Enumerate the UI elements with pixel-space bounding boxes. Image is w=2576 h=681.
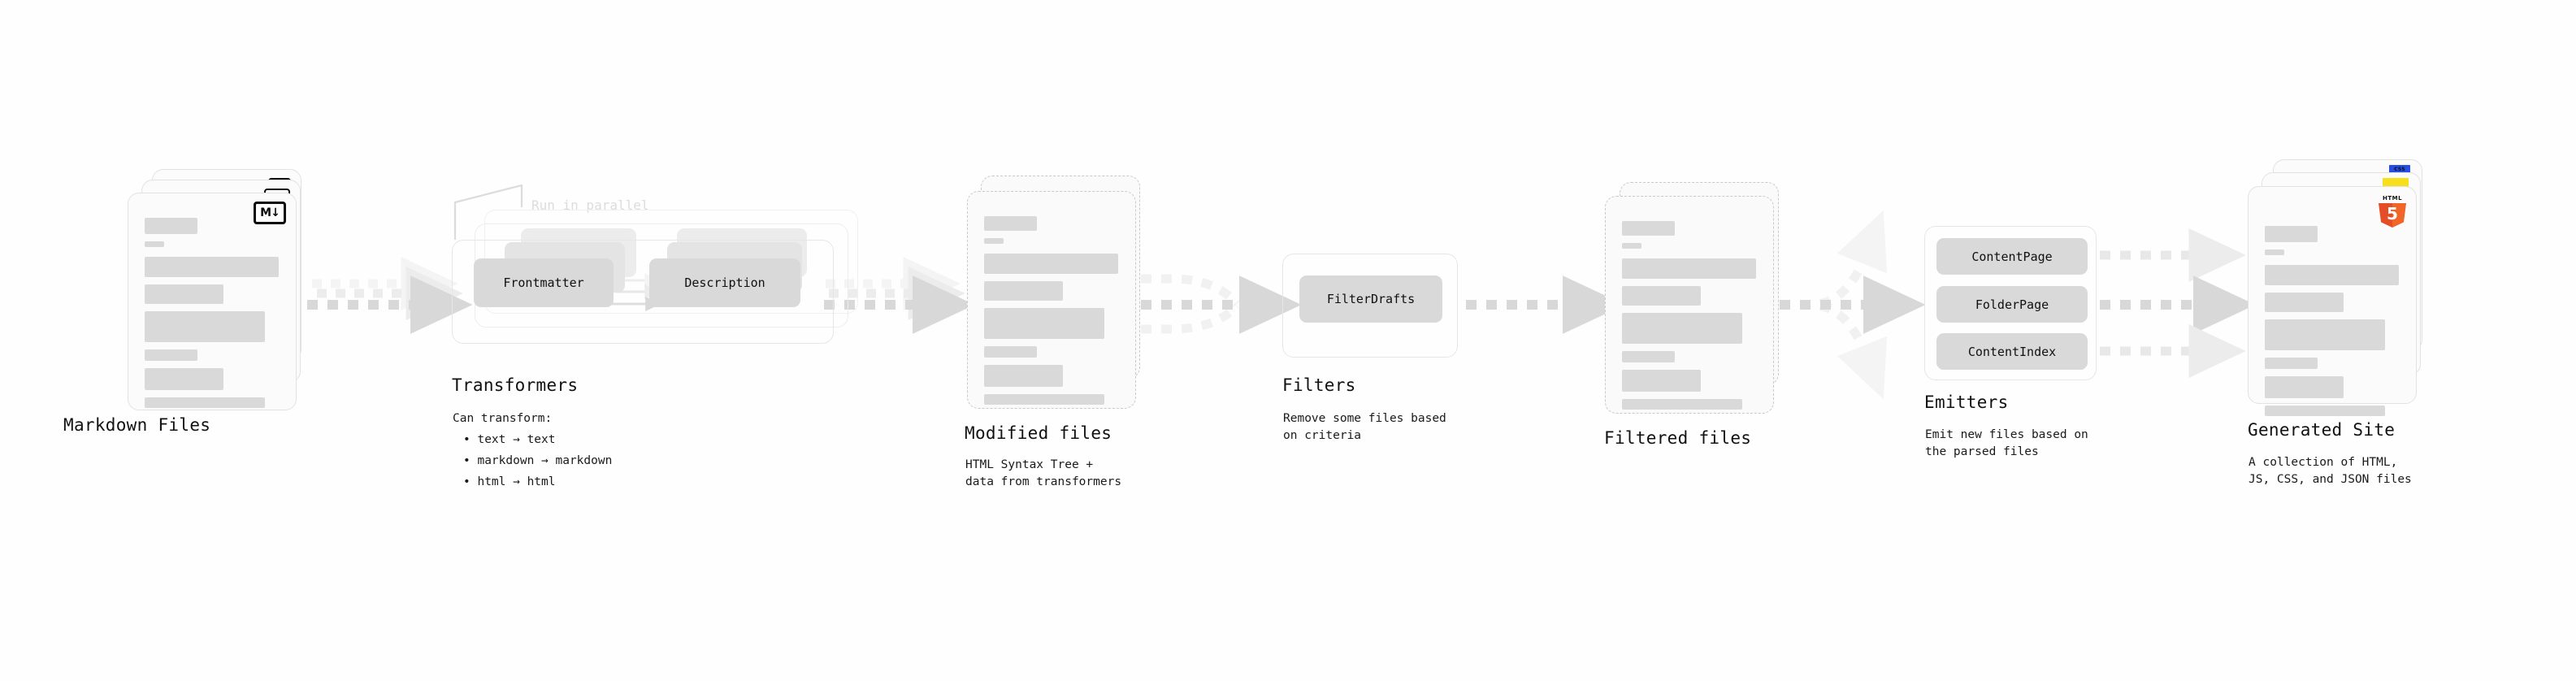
desc-emitters: Emit new files based on the parsed files bbox=[1925, 428, 2088, 459]
filtered-card-front[interactable] bbox=[1605, 196, 1774, 414]
chip-description[interactable]: Description bbox=[649, 258, 800, 307]
site-card-front[interactable]: HTML 5 bbox=[2248, 186, 2417, 416]
html5-digit: 5 bbox=[2387, 204, 2398, 223]
emitters-group[interactable]: ContentPage FolderPage ContentIndex bbox=[1924, 226, 2097, 380]
bullet-text-label: text → text bbox=[477, 433, 556, 446]
bullet-markdown: • markdown → markdown bbox=[463, 454, 613, 467]
desc-filters: Remove some files based on criteria bbox=[1283, 412, 1446, 443]
chip-contentindex[interactable]: ContentIndex bbox=[1936, 333, 2088, 370]
doc-skeleton-lines bbox=[2265, 226, 2403, 423]
bullet-text: • text → text bbox=[463, 433, 556, 446]
caption-generated-site: Generated Site bbox=[2248, 420, 2396, 440]
doc-skeleton-lines bbox=[145, 218, 283, 415]
bullet-markdown-label: markdown → markdown bbox=[477, 454, 613, 467]
markdown-card-front[interactable]: M↓ bbox=[128, 193, 297, 410]
connector-emitters-to-site bbox=[2100, 228, 2256, 378]
html5-icon: HTML 5 bbox=[2379, 195, 2406, 228]
caption-emitters: Emitters bbox=[1924, 393, 2009, 412]
bullet-html-label: html → html bbox=[477, 475, 556, 488]
modified-card-front[interactable] bbox=[967, 191, 1136, 409]
filters-group[interactable]: FilterDrafts bbox=[1282, 254, 1458, 358]
desc-generated-site: A collection of HTML, JS, CSS, and JSON … bbox=[2249, 456, 2412, 487]
desc-transformers: Can transform: bbox=[453, 412, 553, 425]
doc-skeleton-lines bbox=[984, 216, 1122, 412]
caption-transformers: Transformers bbox=[452, 375, 579, 395]
connector-filtered-to-emitters bbox=[1780, 210, 1926, 400]
run-in-parallel-label: Run in parallel bbox=[531, 197, 649, 213]
caption-modified-files: Modified files bbox=[965, 423, 1112, 443]
caption-filtered-files: Filtered files bbox=[1604, 428, 1752, 448]
connector-modified-to-filters bbox=[1141, 274, 1302, 334]
markdown-icon: M↓ bbox=[254, 202, 286, 224]
caption-filters: Filters bbox=[1282, 375, 1356, 395]
chip-contentpage[interactable]: ContentPage bbox=[1936, 238, 2088, 275]
chip-folderpage[interactable]: FolderPage bbox=[1936, 286, 2088, 323]
desc-modified-files: HTML Syntax Tree + data from transformer… bbox=[965, 458, 1122, 489]
chip-filterdrafts[interactable]: FilterDrafts bbox=[1299, 275, 1442, 323]
css-icon: CSS bbox=[2389, 165, 2410, 174]
caption-markdown-files: Markdown Files bbox=[63, 415, 211, 435]
chip-frontmatter[interactable]: Frontmatter bbox=[474, 258, 614, 307]
doc-skeleton-lines bbox=[1622, 221, 1760, 417]
html5-wordmark: HTML bbox=[2382, 195, 2403, 202]
connector-markdown-to-transformers bbox=[307, 257, 473, 334]
transformer-group-front[interactable]: Frontmatter Description bbox=[452, 240, 834, 344]
bullet-html: • html → html bbox=[463, 475, 556, 488]
